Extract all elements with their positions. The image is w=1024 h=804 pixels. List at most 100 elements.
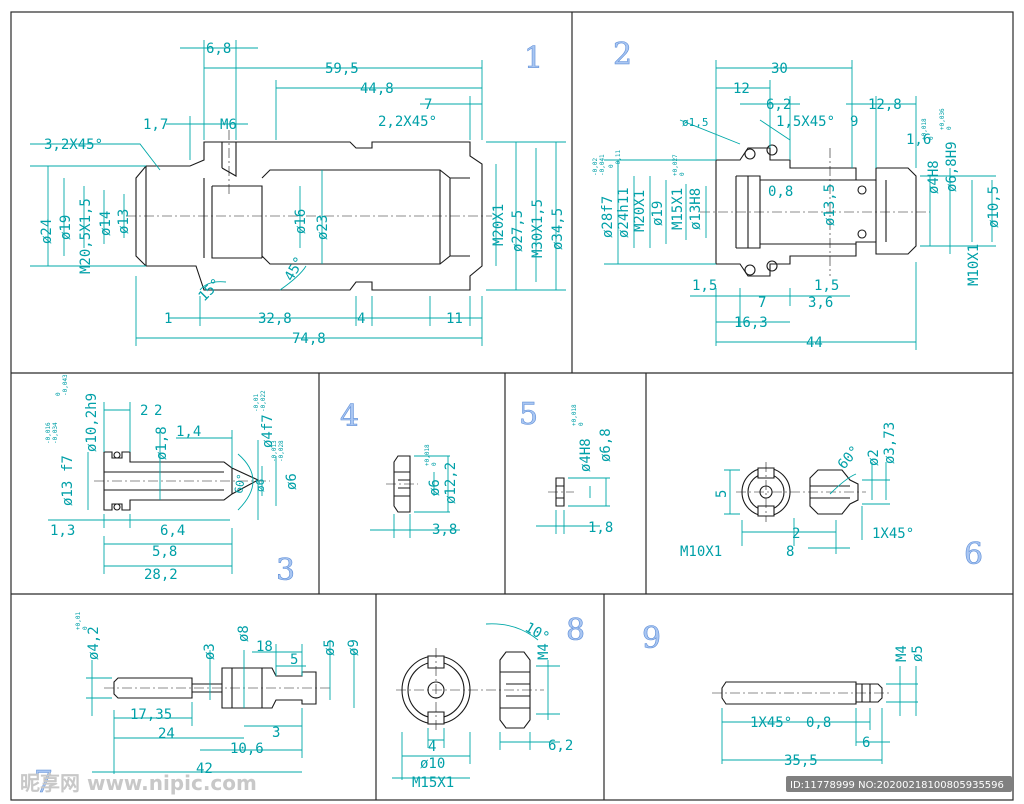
- dim-text: M6: [220, 117, 237, 133]
- tolerance-text: 0: [608, 164, 615, 168]
- dim-text: M15X1: [412, 775, 454, 791]
- watermark: 昵享网 www.nipic.com ID:11778999 NO:2020021…: [20, 771, 1012, 795]
- dim-text: 42: [196, 761, 213, 777]
- view-5-dimension-texts: ø4H8 ø6,8 1,8 +0,018 0: [571, 404, 614, 536]
- dim-text: 1X45°: [872, 526, 914, 542]
- dim-text: ø10,5: [986, 186, 1002, 228]
- dim-text: M20,5X1,5: [78, 198, 94, 274]
- dim-text: ø34,5: [550, 208, 566, 250]
- dim-text: 44: [806, 335, 823, 351]
- watermark-id: ID:11778999 NO:20200218100805935596: [790, 780, 1004, 791]
- dim-text: 2: [154, 403, 162, 419]
- dim-text: 1X45°: [750, 715, 792, 731]
- dim-text: M4: [536, 643, 552, 660]
- dim-text: ø13,5: [822, 184, 838, 226]
- view-8-part-outline: [396, 648, 544, 732]
- dim-text: f7: [60, 455, 76, 472]
- dim-text: M10X1: [966, 244, 982, 286]
- view-4: ø6 ø12,2 3,8 +0,018 0: [370, 444, 460, 538]
- dim-text: M20X1: [491, 204, 507, 246]
- view-9-dimension-lines: [721, 666, 918, 764]
- tolerance-text: 0: [55, 392, 62, 396]
- dim-text: 9: [850, 114, 858, 130]
- dim-text: M4: [894, 645, 910, 662]
- dim-text: 2,2X45°: [378, 114, 437, 130]
- dim-text: 1,6: [906, 132, 931, 148]
- tolerance-text: 0: [946, 126, 953, 130]
- dim-text: ø9: [346, 639, 362, 656]
- dim-text: 7: [758, 295, 766, 311]
- watermark-id-background: [786, 776, 1012, 792]
- dim-text: ø10,2h9: [84, 393, 100, 452]
- tolerance-text: -0,034: [52, 422, 59, 444]
- view-5-dimension-lines: [536, 477, 610, 534]
- tolerance-text: +0,027: [672, 154, 679, 176]
- dim-text: 59,5: [325, 61, 359, 77]
- dim-text: ø8: [236, 625, 252, 642]
- dim-text: ø12,2: [443, 462, 459, 504]
- dim-text: M20X1: [632, 190, 648, 232]
- dim-text: 3,8: [432, 522, 457, 538]
- dim-text: 4: [428, 739, 436, 755]
- watermark-logo: 昵享网 www.nipic.com: [20, 771, 257, 795]
- tolerance-text: +0,01: [75, 612, 82, 630]
- dim-text: ø24h11: [616, 187, 632, 238]
- view-6: 60° ø2 ø3,73 5 2 8 1X45° M10X1: [680, 422, 914, 560]
- tolerance-text: +0,018: [424, 444, 431, 466]
- view-number-2: 2: [613, 37, 632, 72]
- dim-text: 1,8: [588, 520, 613, 536]
- dim-text: ø14: [98, 211, 114, 236]
- dim-text: 60°: [835, 443, 864, 473]
- dim-text: ø5: [910, 645, 926, 662]
- dim-text: 30: [771, 61, 788, 77]
- view-7-dimension-texts: ø4,2 ø3 ø8 18 5 ø5 ø9 17,35 24 3 10,6 42…: [75, 612, 362, 777]
- dim-text: ø6: [427, 479, 443, 496]
- dim-text: ø19: [650, 201, 666, 226]
- dim-text: 1,5: [692, 278, 717, 294]
- dim-text: ø4,2: [86, 626, 102, 660]
- dim-text: ø6: [284, 473, 300, 490]
- dim-text: ø6: [254, 479, 267, 492]
- dim-text: 6,2: [548, 738, 573, 754]
- view-3: ø10,2h9 2 ø1,8 2 1,4 ø4f7 ø13 f7 ø6 60° …: [45, 374, 300, 583]
- dim-text: 10,6: [230, 741, 264, 757]
- dim-text: 11: [446, 311, 463, 327]
- dim-text: M15X1: [670, 188, 686, 230]
- view-7: ø4,2 ø3 ø8 18 5 ø5 ø9 17,35 24 3 10,6 42…: [75, 612, 362, 777]
- sheet-frame: [10, 11, 1014, 801]
- tolerance-text: -0,016: [45, 422, 52, 444]
- dim-text: 1: [164, 311, 172, 327]
- view-number-1: 1: [524, 41, 543, 76]
- tolerance-text: 0: [928, 136, 935, 140]
- dim-text: 7: [424, 97, 432, 113]
- view-9-dimension-texts: M4 ø5 1X45° 0,8 6 35,5: [750, 645, 926, 769]
- dim-text: 16,3: [734, 315, 768, 331]
- dim-text: 3: [272, 725, 280, 741]
- view-number-5: 5: [519, 397, 538, 432]
- view-number-7: 7: [34, 765, 53, 800]
- view-7-part-outline: [104, 667, 330, 709]
- view-1-part-outline: [126, 130, 492, 291]
- dim-text: 5,8: [152, 544, 177, 560]
- dim-text: 0,8: [806, 715, 831, 731]
- view-1: 6,8 59,5 44,8 7 2,2X45° 1,7 M6 3,2X45° ø…: [30, 40, 566, 347]
- dim-text: ø4H8: [926, 160, 942, 194]
- dim-text: ø10: [420, 756, 445, 772]
- dim-text: 1,5: [814, 278, 839, 294]
- dim-text: 6,4: [160, 523, 185, 539]
- dim-text: 12: [733, 81, 750, 97]
- view-8-dimension-lines: [392, 623, 560, 780]
- tolerance-text: -0,01: [253, 394, 260, 412]
- dim-text: ø16: [293, 209, 309, 234]
- dim-text: ø24: [39, 219, 55, 244]
- tolerance-text: -0,013: [271, 440, 278, 462]
- view-number-6: 6: [964, 537, 983, 572]
- dim-text: 24: [158, 726, 175, 742]
- dim-text: 10°: [522, 620, 552, 647]
- view-4-dimension-texts: ø6 ø12,2 3,8 +0,018 0: [424, 444, 459, 538]
- view-4-dimension-lines: [370, 455, 460, 538]
- dim-text: 17,35: [130, 707, 172, 723]
- dim-text: 60°: [232, 473, 248, 495]
- view-9-part-outline: [712, 681, 892, 705]
